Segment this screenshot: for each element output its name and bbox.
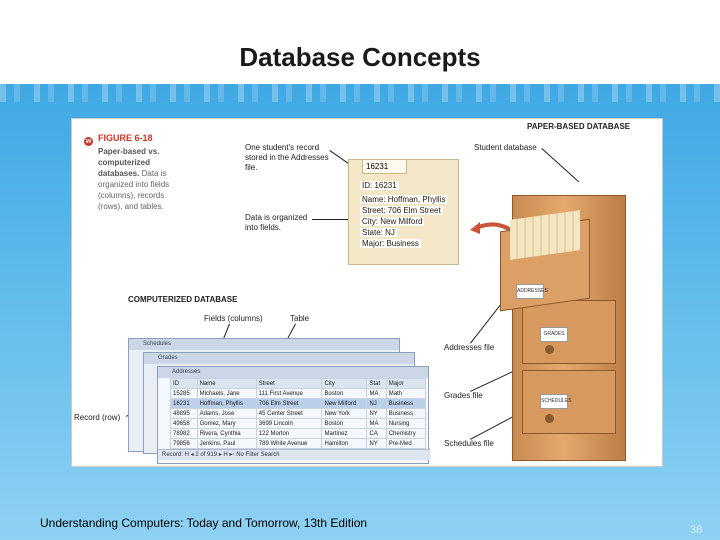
cell: 15285 [170, 388, 198, 399]
cell: 48895 [170, 408, 198, 419]
cell: Chemistry [385, 428, 427, 439]
cell: 706 Elm Street [255, 398, 323, 409]
drawer-label-schedules: SCHEDULES [540, 394, 572, 409]
drawer-grades [522, 300, 616, 364]
card-city: City: New Milford [360, 217, 425, 226]
cell: MA [366, 388, 387, 399]
drawer-knob [545, 345, 554, 354]
figure-icon: w [84, 137, 93, 146]
cell: 3699 Lincoln [255, 418, 323, 429]
leader-line [312, 219, 352, 220]
drawer-label-grades: GRADES [540, 327, 568, 342]
callout-schedules-file: Schedules file [444, 439, 494, 448]
callout-student-database: Student database [474, 143, 537, 152]
card-street: Street: 706 Elm Street [360, 206, 443, 215]
column-header[interactable]: City [321, 378, 368, 389]
card-id: ID: 16231 [360, 181, 399, 190]
cell: Hamilton [321, 438, 368, 449]
card-state: State: NJ [360, 228, 397, 237]
drawer-label-addresses: ADDRESSES [516, 284, 548, 299]
cell: 111 First Avenue [255, 388, 323, 399]
cell: Business [385, 398, 427, 409]
table-row[interactable]: 79856 Jenkins, Paul 789 White Avenue Ham… [170, 438, 427, 449]
slide-title: Database Concepts [239, 42, 481, 72]
callout-grades-file: Grades file [444, 391, 483, 400]
callout-addresses-file: Addresses file [444, 343, 495, 352]
slide-footer: Understanding Computers: Today and Tomor… [40, 516, 368, 530]
figure-caption-rest: Data is organized into fields (columns),… [98, 169, 170, 211]
computer-heading: COMPUTERIZED DATABASE [128, 295, 238, 304]
column-header[interactable]: ID [170, 378, 198, 389]
window-title: Addresses [158, 367, 428, 378]
decorative-stripe [0, 84, 720, 102]
table-row[interactable]: 48895 Adams, Jose 45 Center Street New Y… [170, 408, 427, 419]
window-title: Grades [144, 353, 414, 364]
callout-fields-columns: Fields (columns) [204, 314, 263, 323]
addresses-table: ID Name Street City Stat Major 15285 Mic… [170, 378, 427, 449]
drawer-schedules [522, 370, 616, 434]
cell: 78982 [170, 428, 198, 439]
cell: Rivera, Cynthia [196, 428, 257, 439]
cell: NY [366, 408, 387, 419]
cell: Martinez [321, 428, 368, 439]
cell: Boston [321, 418, 368, 429]
figure-number: FIGURE 6-18 [98, 133, 153, 143]
cell: New Milford [321, 398, 368, 409]
cell: 45 Center Street [255, 408, 323, 419]
card-major: Major: Business [360, 239, 421, 248]
drawer-knob [545, 414, 554, 423]
card-name: Name: Hoffman, Phyllis [360, 195, 448, 204]
callout-record-row: Record (row) [74, 413, 121, 422]
cell: Jenkins, Paul [196, 438, 257, 449]
callout-table: Table [290, 314, 310, 323]
title-band [0, 0, 720, 84]
cell: Business [385, 408, 427, 419]
cell: 16231 [170, 398, 198, 409]
cell: Michaels, Jane [196, 388, 257, 399]
window-title: Schedules [129, 339, 399, 350]
cell: 79856 [170, 438, 198, 449]
page-number: 38 [690, 524, 703, 536]
table-row[interactable]: 49658 Gomez, Mary 3699 Lincoln Boston MA… [170, 418, 427, 429]
callout-student-record: One student's record stored in the Addre… [245, 143, 329, 172]
record-navigation-bar[interactable]: Record: H ◂ 2 of 919 ▸ H ▸▫ No Filter Se… [158, 449, 430, 460]
column-header[interactable]: Street [255, 378, 323, 389]
cell: 789 White Avenue [255, 438, 323, 449]
record-card-tab: 16231 [362, 159, 407, 174]
table-header-row: ID Name Street City Stat Major [170, 378, 427, 389]
figure-caption-bold: Paper-based vs. computerized databases. [98, 147, 160, 178]
cell: Pre-Med [385, 438, 427, 449]
column-header[interactable]: Name [196, 378, 257, 389]
paper-heading: PAPER-BASED DATABASE [527, 122, 631, 131]
cell: Math [385, 388, 427, 399]
cell: NJ [366, 398, 387, 409]
cell: Hoffman, Phyllis [196, 398, 257, 409]
cell: NY [366, 438, 387, 449]
callout-organized-fields: Data is organized into fields. [245, 213, 308, 232]
table-row[interactable]: 15285 Michaels, Jane 111 First Avenue Bo… [170, 388, 427, 399]
cell: Nursing [385, 418, 427, 429]
cell: MA [366, 418, 387, 429]
table-row-selected[interactable]: 16231 Hoffman, Phyllis 706 Elm Street Ne… [170, 398, 427, 409]
column-header[interactable]: Major [385, 378, 427, 389]
cell: CA [366, 428, 387, 439]
cell: New York [321, 408, 368, 419]
table-row[interactable]: 78982 Rivera, Cynthia 122 Morton Martine… [170, 428, 427, 439]
cell: Boston [321, 388, 368, 399]
cell: 122 Morton [255, 428, 323, 439]
cell: Adams, Jose [196, 408, 257, 419]
cell: 49658 [170, 418, 198, 429]
column-header[interactable]: Stat [366, 378, 387, 389]
figure-caption: Paper-based vs. computerized databases. … [98, 146, 190, 212]
cell: Gomez, Mary [196, 418, 257, 429]
